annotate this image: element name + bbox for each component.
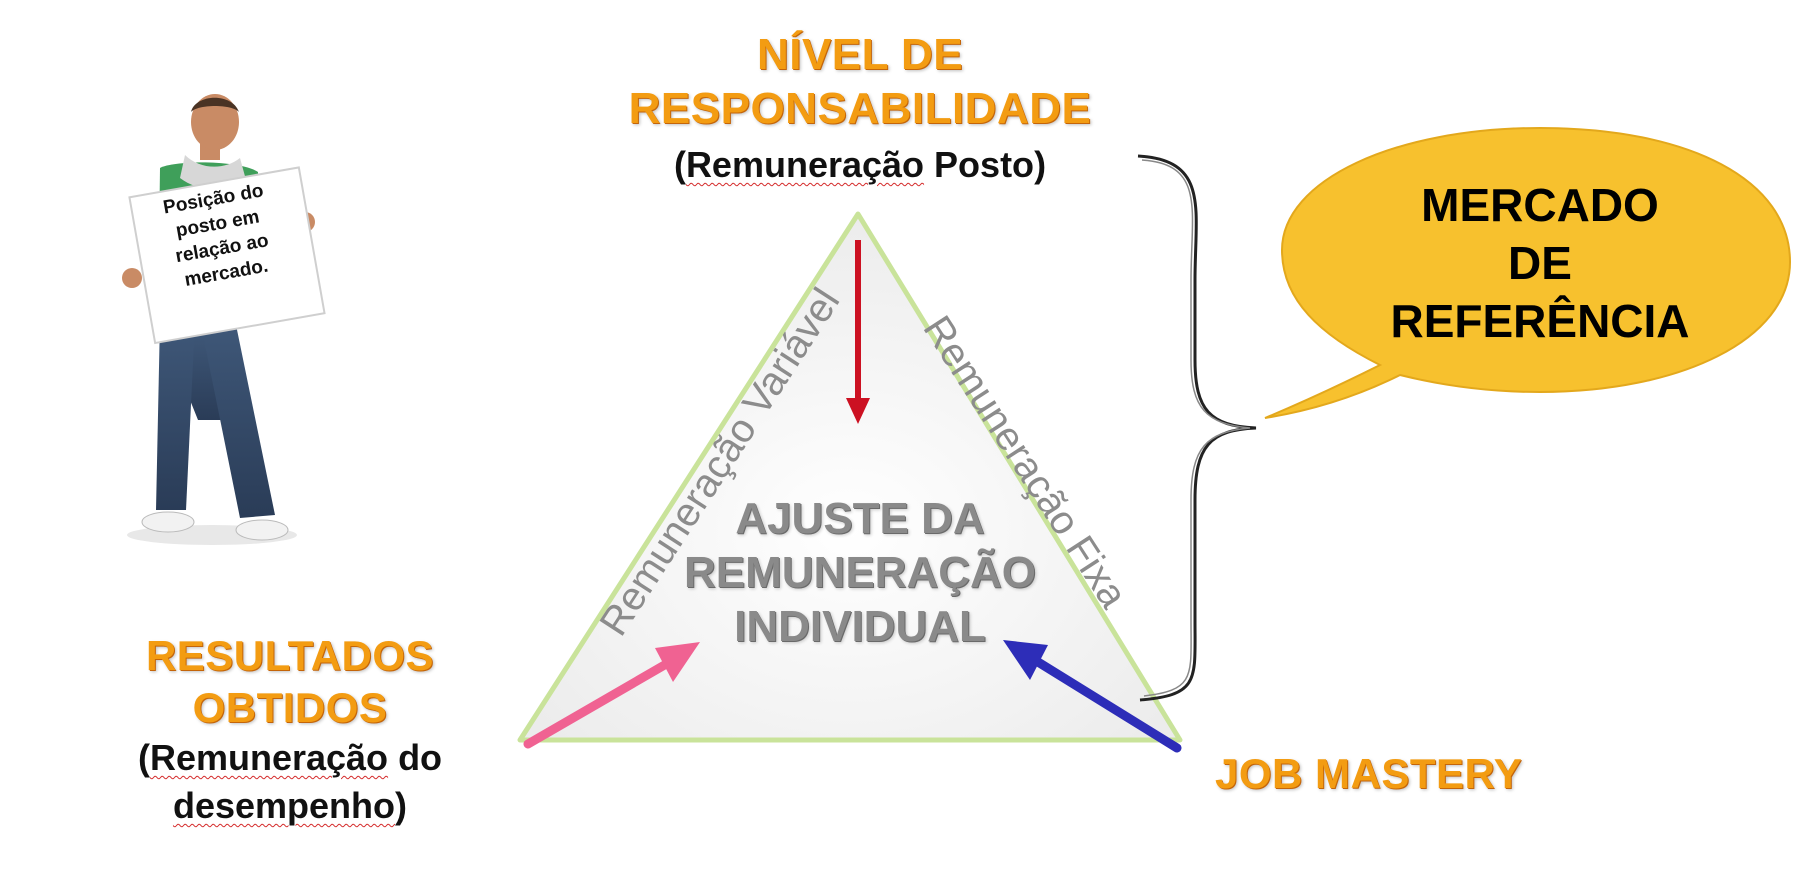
right-label: JOB MASTERY (1215, 750, 1523, 797)
top-label-subtitle: (Remuneração Posto) (560, 140, 1160, 190)
paren-open: ( (137, 737, 150, 778)
paren-open: ( (673, 144, 686, 185)
speech-bubble (1264, 126, 1792, 419)
left-label-sub-line-1: (Remuneração do (80, 734, 500, 782)
paren-close: ) (1034, 144, 1047, 185)
bubble-line-3: REFERÊNCIA (1390, 295, 1690, 347)
center-line-1: AJUSTE DA (735, 494, 985, 543)
left-label-line-1: RESULTADOS (145, 632, 435, 679)
word-remuneracao: Remuneração (149, 737, 389, 778)
sign-board (128, 166, 326, 345)
word-remuneracao: Remuneração (685, 144, 925, 185)
bubble-text: MERCADO DE REFERÊNCIA (1330, 176, 1750, 350)
center-line-3: INDIVIDUAL (734, 602, 986, 651)
arrow-left (523, 642, 700, 749)
center-text: AJUSTE DA REMUNERAÇÃO INDIVIDUAL (640, 492, 1080, 654)
paren-close: ) (395, 785, 408, 826)
arrow-top (846, 240, 870, 424)
word-do: do (388, 737, 443, 778)
arrow-right (1003, 640, 1182, 753)
triangle (517, 211, 1183, 743)
word-posto: Posto (924, 144, 1035, 185)
center-line-2: REMUNERAÇÃO (684, 548, 1036, 597)
left-label: RESULTADOS OBTIDOS (Remuneração do desem… (80, 630, 500, 830)
bubble-line-2: DE (1508, 237, 1572, 289)
left-label-line-2: OBTIDOS (192, 684, 388, 731)
left-label-sub-line-2: desempenho) (80, 782, 500, 830)
top-label-line-1: NÍVEL DE (756, 30, 964, 79)
curly-brace (1137, 154, 1257, 702)
top-label: NÍVEL DE RESPONSABILIDADE (Remuneração P… (560, 28, 1160, 190)
top-label-line-2: RESPONSABILIDADE (628, 84, 1092, 133)
word-desempenho: desempenho (172, 785, 396, 826)
curly-brace-shadow (1141, 159, 1251, 697)
bubble-line-1: MERCADO (1421, 179, 1659, 231)
